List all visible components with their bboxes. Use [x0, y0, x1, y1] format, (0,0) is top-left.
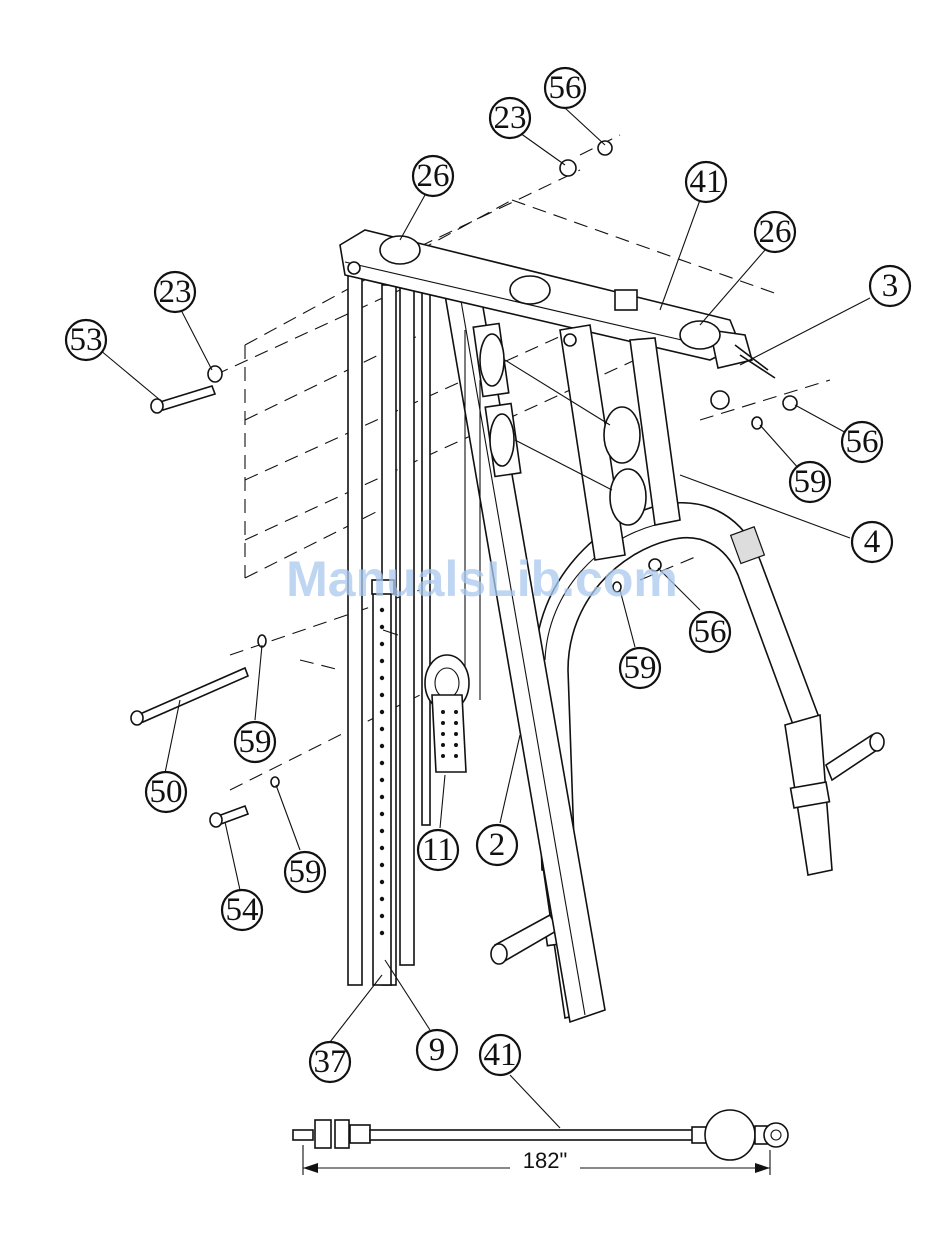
stem-hole: [380, 625, 384, 629]
bracket-hole: [441, 754, 445, 758]
bracket-hole: [441, 721, 445, 725]
stem-hole: [380, 761, 384, 765]
callout-23-top: 23: [490, 98, 530, 138]
svg-text:11: 11: [422, 832, 454, 868]
svg-text:59: 59: [794, 464, 827, 500]
stem-hole: [380, 897, 384, 901]
bracket-hole: [454, 754, 458, 758]
stem-hole: [380, 710, 384, 714]
callout-37: 37: [310, 1042, 350, 1082]
svg-text:56: 56: [846, 424, 879, 460]
stem-hole: [380, 693, 384, 697]
stem-hole: [380, 846, 384, 850]
stem-hole: [380, 676, 384, 680]
svg-text:41: 41: [484, 1037, 517, 1073]
callout-56-right: 56: [842, 422, 882, 462]
stem-hole: [380, 812, 384, 816]
stem-hole: [380, 778, 384, 782]
bracket-hole: [454, 710, 458, 714]
svg-text:23: 23: [159, 274, 192, 310]
callout-9: 9: [417, 1030, 457, 1070]
stem-hole: [380, 659, 384, 663]
stem-hole: [380, 931, 384, 935]
stem-hole: [380, 880, 384, 884]
callout-26-left: 26: [413, 156, 453, 196]
callout-11: 11: [418, 830, 458, 870]
callout-23-left: 23: [155, 272, 195, 312]
callout-59-left-upper: 59: [235, 722, 275, 762]
floating-pulley: [425, 655, 469, 772]
svg-text:54: 54: [226, 892, 259, 928]
svg-text:26: 26: [417, 158, 450, 194]
callout-26-right: 26: [755, 212, 795, 252]
svg-text:59: 59: [239, 724, 272, 760]
callout-53: 53: [66, 320, 106, 360]
stem-hole: [380, 914, 384, 918]
callout-59-left-lower: 59: [285, 852, 325, 892]
stem-hole: [380, 642, 384, 646]
stem-hole: [380, 608, 384, 612]
svg-text:37: 37: [314, 1044, 347, 1080]
cable-length-label: 182": [523, 1148, 568, 1173]
stem-hole: [380, 829, 384, 833]
svg-text:4: 4: [864, 524, 881, 560]
svg-text:9: 9: [429, 1032, 446, 1068]
callout-56-mid: 56: [690, 612, 730, 652]
callout-41-cable: 41: [480, 1035, 520, 1075]
callout-2: 2: [477, 825, 517, 865]
callout-59-right: 59: [790, 462, 830, 502]
svg-text:3: 3: [882, 268, 899, 304]
callout-59-mid: 59: [620, 648, 660, 688]
svg-text:50: 50: [150, 774, 183, 810]
callout-50: 50: [146, 772, 186, 812]
svg-text:23: 23: [494, 100, 527, 136]
callout-54: 54: [222, 890, 262, 930]
bracket-hole: [454, 743, 458, 747]
bracket-hole: [454, 732, 458, 736]
bracket-hole: [441, 732, 445, 736]
cable-assembly: 182": [293, 1110, 788, 1175]
svg-text:26: 26: [759, 214, 792, 250]
stem-hole: [380, 863, 384, 867]
callout-56-top: 56: [545, 68, 585, 108]
stem-hole: [380, 744, 384, 748]
callout-3: 3: [870, 266, 910, 306]
svg-text:56: 56: [694, 614, 727, 650]
callout-4: 4: [852, 522, 892, 562]
svg-text:56: 56: [549, 70, 582, 106]
svg-text:53: 53: [70, 322, 103, 358]
watermark-text: ManualsLib.com: [286, 551, 678, 607]
callout-41-top: 41: [686, 162, 726, 202]
svg-text:59: 59: [289, 854, 322, 890]
bracket-hole: [441, 743, 445, 747]
stem-hole: [380, 727, 384, 731]
bracket-hole: [441, 710, 445, 714]
svg-text:2: 2: [489, 827, 506, 863]
svg-text:41: 41: [690, 164, 723, 200]
stem-hole: [380, 795, 384, 799]
guide-rods: [348, 265, 430, 985]
svg-text:59: 59: [624, 650, 657, 686]
bracket-hole: [454, 721, 458, 725]
